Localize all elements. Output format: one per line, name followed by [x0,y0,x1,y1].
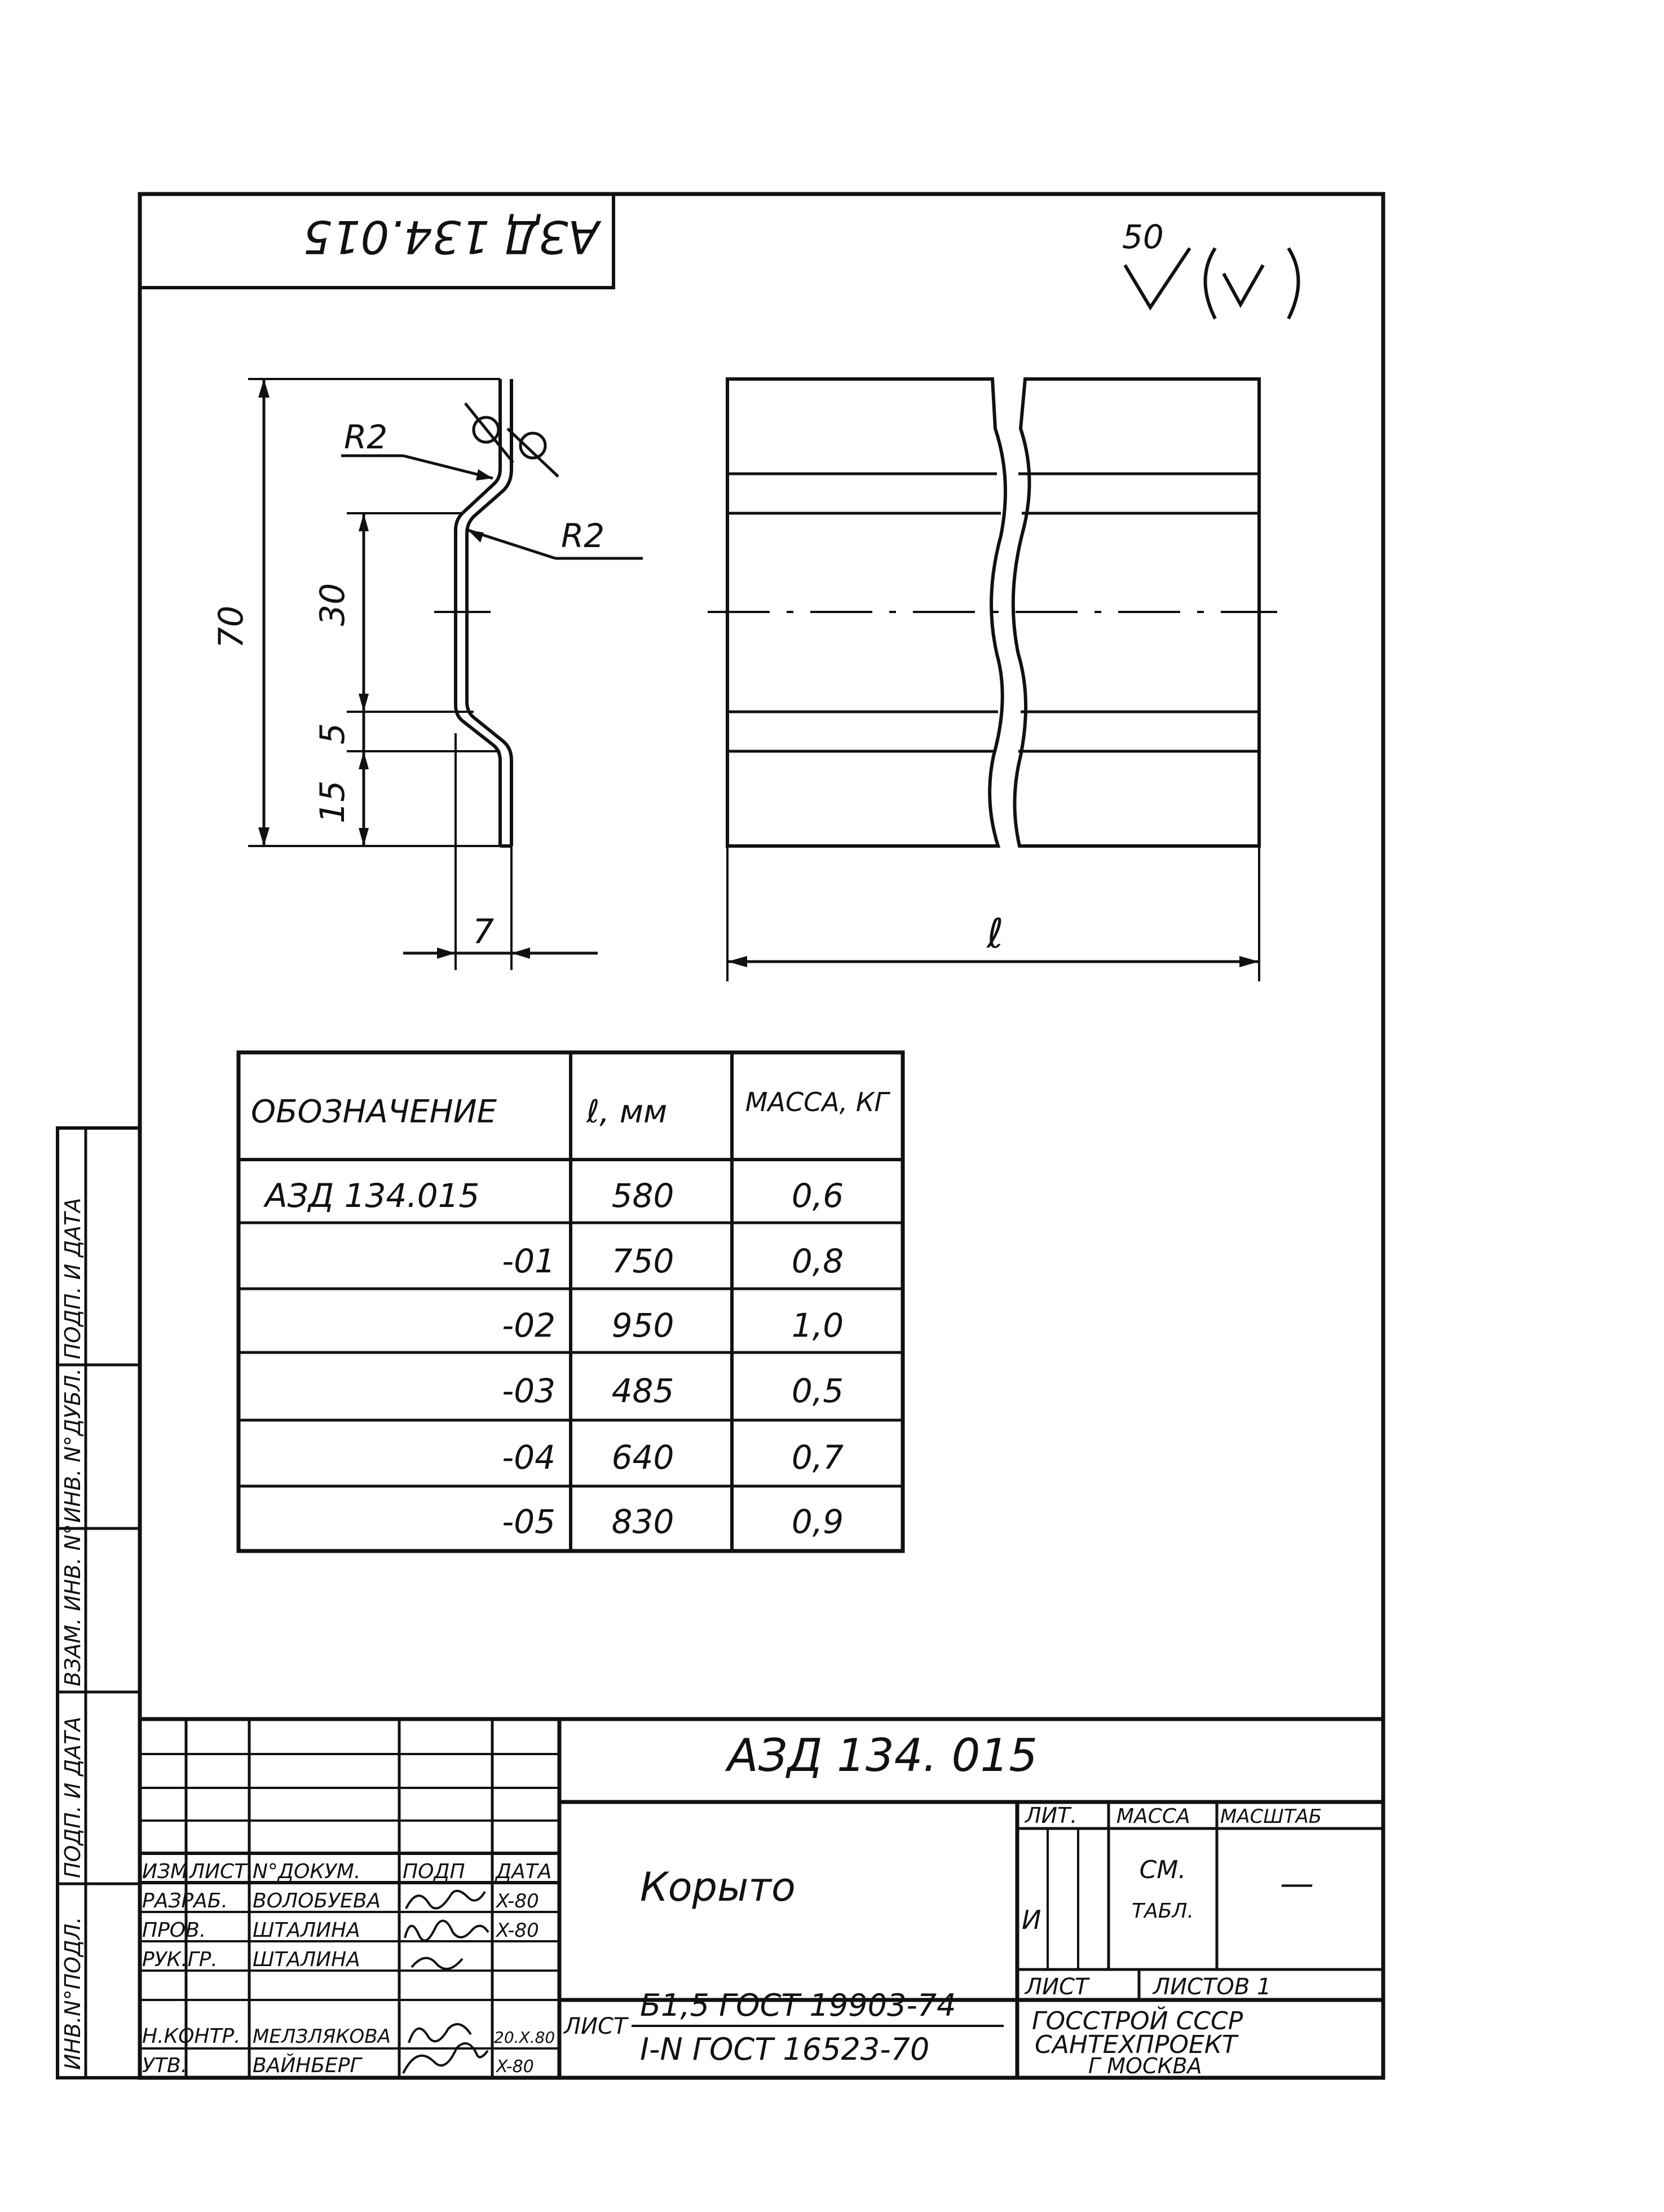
signature-ruk-gr [411,1957,464,1970]
row-4-mass: 0,7 [792,1438,844,1477]
row-3-length: 485 [612,1372,674,1410]
row-0-length: 580 [612,1176,674,1215]
name-utv: ВАЙНБЕРГ [253,2054,363,2077]
date-n-kontr: 20.X.80 [494,2028,555,2047]
row-2-length: 950 [612,1306,674,1345]
radius-upper-label: R2 [344,418,387,456]
profile-view: R2 R2 70 30 5 15 7 [211,378,643,970]
row-1-mass: 0,8 [792,1242,844,1280]
row-5-designation: -05 [502,1502,555,1541]
row-4-length: 640 [612,1438,674,1477]
scale-label: МАСШТАБ [1220,1805,1322,1828]
org-line-1: ГОССТРОЙ СССР [1032,2006,1243,2035]
col-header-length: ℓ, мм [586,1094,667,1130]
lit-value: И [1022,1905,1041,1935]
scale-value: — [1280,1864,1314,1903]
row-3-mass: 0,5 [792,1372,844,1410]
date-razrab: X-80 [495,1890,539,1913]
name-prov: ШТАЛИНА [253,1919,360,1942]
dim-30: 30 [313,583,352,626]
material-label: ЛИСТ [563,2013,629,2039]
title-block: ИЗМ ЛИСТ N°ДОКУМ. ПОДП ДАТА РАЗРАБ. ВОЛО… [140,1717,1383,2078]
signature-prov [404,1919,489,1942]
role-utv: УТВ. [142,2054,187,2077]
top-stamp: АЗД 134.015 [140,194,615,289]
role-n-kontr: Н.КОНТР. [142,2025,241,2048]
side-inv-dubl: ИНВ. N°ДУБЛ. [60,1368,85,1523]
col-ndokum: N°ДОКУМ. [253,1860,360,1883]
row-3-designation: -03 [502,1372,555,1410]
plan-view: ℓ [708,377,1277,981]
name-ruk-gr: ШТАЛИНА [253,1948,360,1971]
row-1-designation: -01 [502,1242,555,1280]
side-vzam-inv: ВЗАМ. ИНВ. N° [60,1524,85,1686]
row-2-designation: -02 [502,1306,555,1345]
roughness-mark-icon: 50 [1122,218,1300,320]
date-utv: X-80 [495,2057,534,2077]
dim-total: 70 [211,606,251,649]
signature-utv [402,2042,489,2074]
top-stamp-code: АЗД 134.015 [303,210,602,263]
role-razrab: РАЗРАБ. [142,1889,228,1913]
name-n-kontr: МЕЛЗЛЯКОВА [253,2025,391,2048]
row-2-mass: 1,0 [792,1306,844,1345]
row-0-mass: 0,6 [792,1176,844,1215]
side-inv-podl: ИНВ.N°ПОДЛ. [60,1917,85,2070]
side-podp-data-upper: ПОДП. И ДАТА [60,1198,85,1359]
row-0-designation: АЗД 134.015 [263,1176,479,1215]
col-data: ДАТА [495,1860,551,1883]
row-5-length: 830 [612,1502,674,1541]
material-bottom: I-N ГОСТ 16523-70 [640,2032,929,2067]
dim-15: 15 [313,781,352,823]
length-symbol: ℓ [986,910,1004,957]
col-header-mass: МАССА, КГ [745,1087,891,1117]
name-razrab: ВОЛОБУЕВА [253,1889,381,1913]
roughness-value: 50 [1122,218,1164,256]
role-ruk-gr: РУК.ГР. [142,1948,218,1971]
row-4-designation: -04 [502,1438,555,1477]
col-izm: ИЗМ [142,1860,188,1883]
dim-7: 7 [473,912,494,951]
col-podp: ПОДП [403,1860,465,1883]
dim-5: 5 [313,723,352,744]
side-podp-data-lower: ПОДП. И ДАТА [60,1717,85,1878]
signature-n-kontr [408,2023,472,2043]
role-prov: ПРОВ. [142,1919,206,1942]
main-frame [138,192,1385,2080]
row-1-length: 750 [612,1242,674,1280]
radius-lower-label: R2 [561,517,604,555]
lit-label: ЛИТ. [1024,1803,1077,1828]
col-list: ЛИСТ [188,1860,248,1883]
org-line-2: САНТЕХПРОЕКТ [1035,2030,1239,2059]
side-strip: ИНВ.N°ПОДЛ. ПОДП. И ДАТА ВЗАМ. ИНВ. N° И… [56,1126,142,2079]
date-prov: X-80 [495,1919,539,1942]
sheet-label: ЛИСТ [1024,1974,1091,2000]
spec-table: ОБОЗНАЧЕНИЕ ℓ, мм МАССА, КГ АЗД 134.015 … [236,1050,905,1553]
doc-code: АЗД 134. 015 [725,1729,1038,1782]
org-line-3: Г МОСКВА [1088,2054,1202,2078]
mass-value-1: СМ. [1140,1856,1186,1884]
mass-value-2: ТАБЛ. [1132,1900,1194,1923]
part-name: Корыто [640,1864,796,1910]
mass-label: МАССА [1116,1805,1190,1828]
material-top: Б1,5 ГОСТ 19903-74 [640,1988,956,2023]
signature-razrab [405,1889,486,1910]
sheets-label: ЛИСТОВ 1 [1152,1974,1271,2000]
col-header-designation: ОБОЗНАЧЕНИЕ [251,1094,497,1130]
row-5-mass: 0,9 [792,1502,844,1541]
